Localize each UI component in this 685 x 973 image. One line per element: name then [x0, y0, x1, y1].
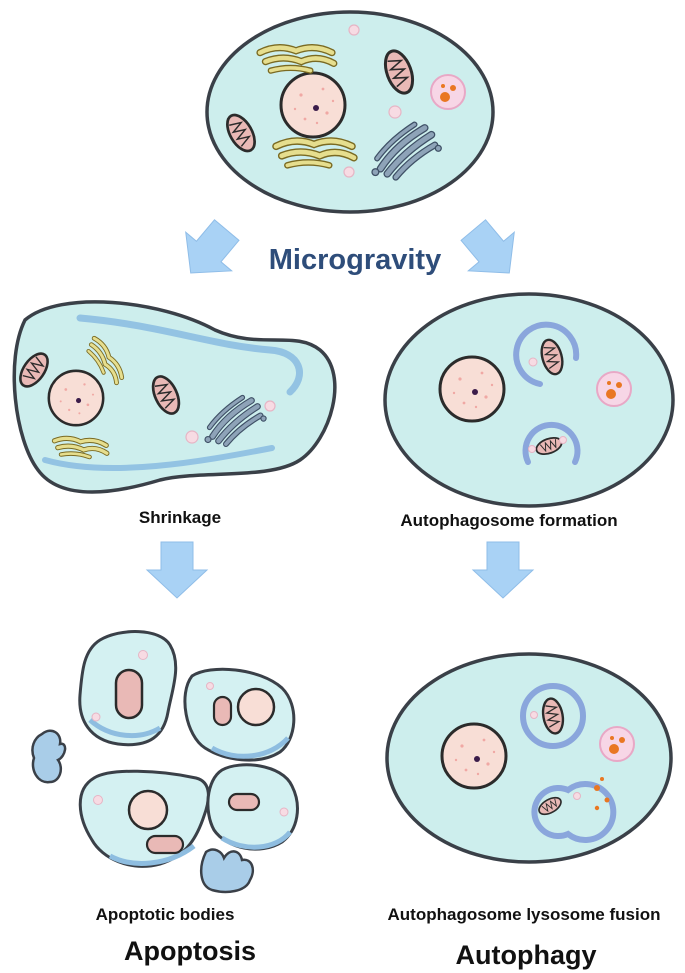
autophagy-label: Autophagy [455, 940, 597, 970]
shrinkage-label: Shrinkage [138, 508, 222, 527]
apoptosis-label: Apoptosis [124, 936, 256, 966]
autophagolysosome-cell [385, 652, 673, 864]
autophagosome-formation-cell [383, 292, 675, 508]
arrow-to-autophagosome [460, 219, 515, 274]
autophagosome-lysosome-fusion-label: Autophagosome lysosome fusion [387, 905, 661, 924]
shrinking-cell [12, 300, 337, 494]
arrow-to-shrinkage [185, 219, 240, 274]
microgravity-label: Microgravity [268, 244, 442, 276]
autophagosome-formation-label: Autophagosome formation [400, 511, 618, 530]
arrow-to-fusion [471, 541, 535, 599]
healthy-cell [205, 10, 495, 214]
arrow-to-apoptotic-bodies [145, 541, 209, 599]
apoptotic-bodies [31, 630, 299, 894]
apoptotic-bodies-label: Apoptotic bodies [95, 905, 235, 924]
